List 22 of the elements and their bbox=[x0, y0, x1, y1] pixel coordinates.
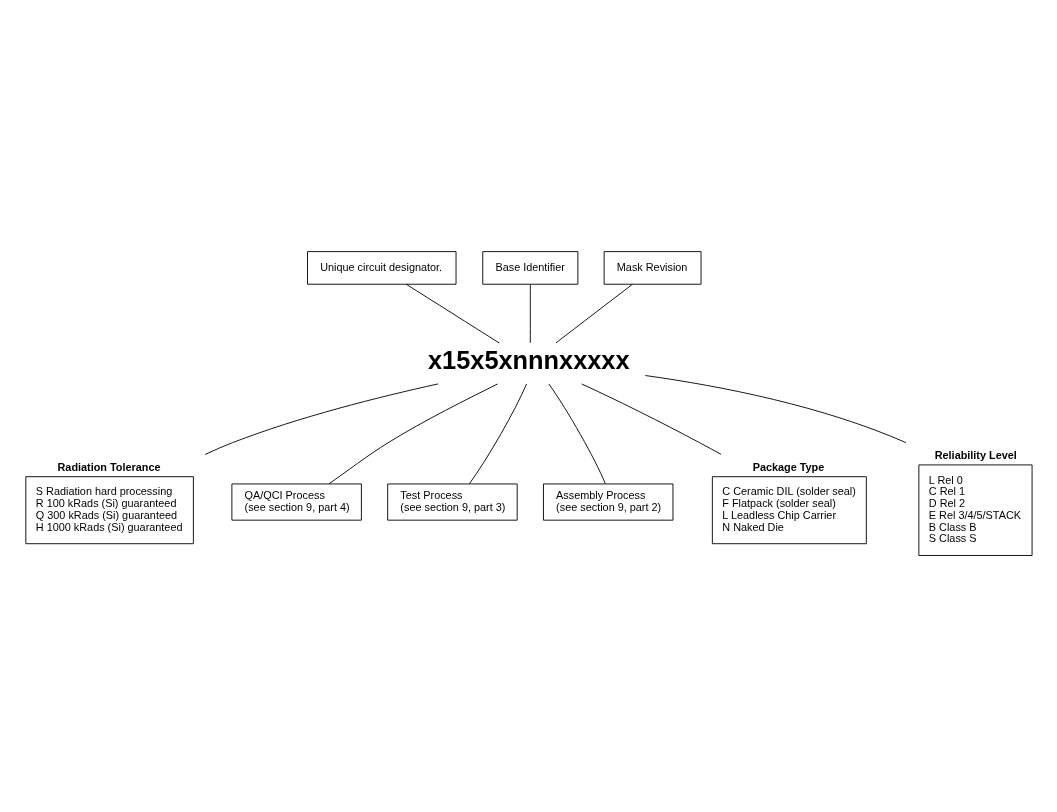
node-text: x15x5xnnnxxxxx bbox=[427, 345, 630, 374]
node-box: QA/QCI Process (see section 9, part 4) bbox=[231, 483, 362, 521]
node-label: Package Type bbox=[752, 460, 825, 473]
connector bbox=[644, 374, 907, 443]
node-box: Assembly Process (see section 9, part 2) bbox=[543, 483, 674, 521]
connector bbox=[405, 283, 500, 343]
connector bbox=[581, 383, 722, 455]
node-box: L Rel 0 C Rel 1 D Rel 2 E Rel 3/4/5/STACK B Class B S Class S bbox=[918, 463, 1033, 556]
node-box: C Ceramic DIL (solder seal) F Flatpack (solder seal) L Leadless Chip Carrier N Naked Die bbox=[711, 475, 867, 544]
connector bbox=[529, 283, 531, 343]
connector bbox=[328, 383, 498, 484]
node-box: S Radiation hard processing R 100 kRads (Si) guaranteed Q 300 kRads (Si) guaranteed H 1000 kRads (Si) guaranteed bbox=[25, 475, 194, 544]
node-box: Mask Revision bbox=[603, 250, 702, 285]
connector bbox=[555, 283, 633, 343]
connector bbox=[548, 383, 606, 484]
connector bbox=[204, 382, 439, 455]
node-label: Radiation Tolerance bbox=[57, 460, 161, 473]
node-box: Unique circuit designator. bbox=[307, 250, 457, 285]
node-box: Test Process (see section 9, part 3) bbox=[387, 483, 518, 521]
connector bbox=[468, 383, 527, 484]
node-box: Base Identifier bbox=[482, 250, 579, 285]
node-label: Reliability Level bbox=[934, 448, 1017, 461]
